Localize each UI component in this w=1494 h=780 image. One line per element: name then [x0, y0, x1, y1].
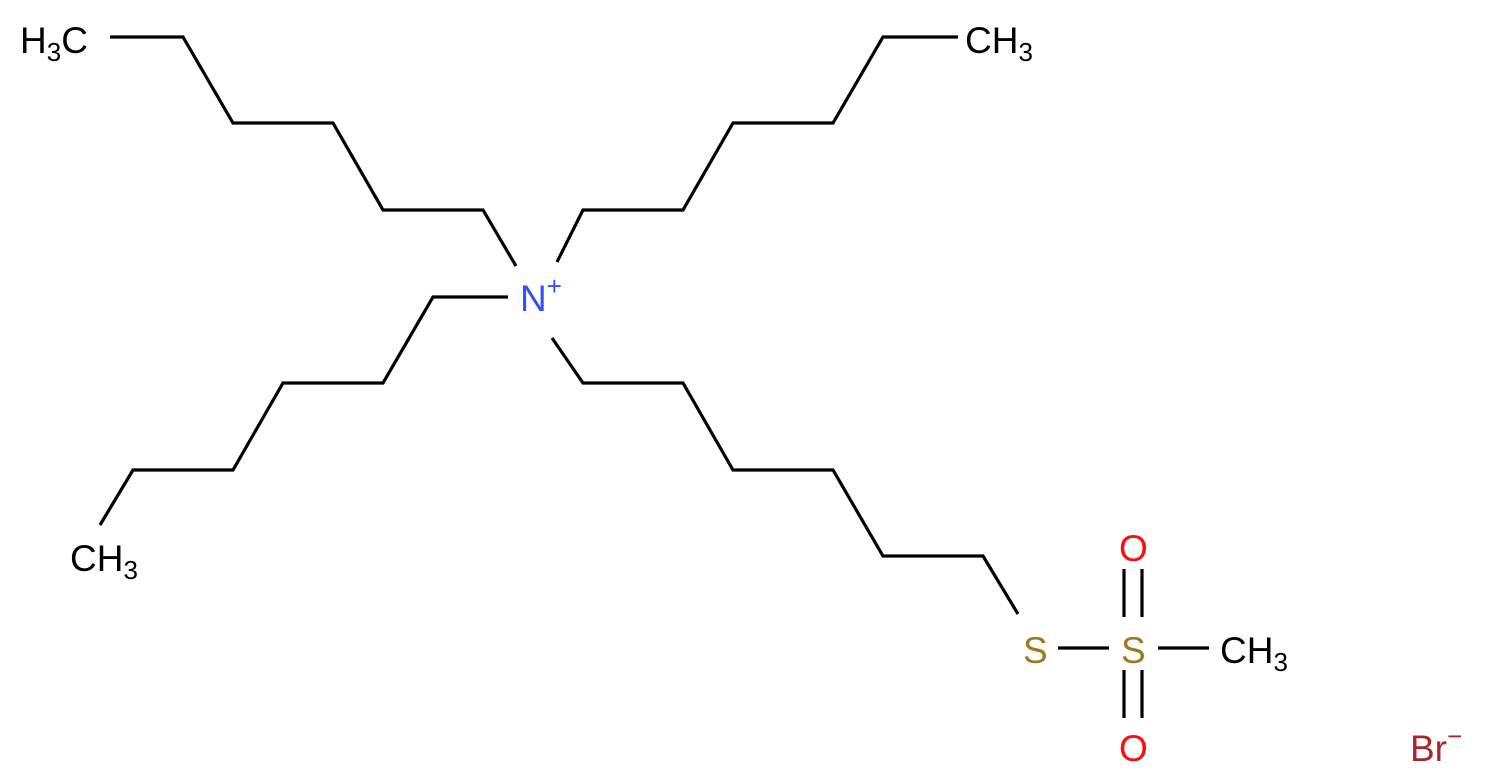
methyl-label-sulfonyl: CH3 — [1220, 630, 1288, 675]
atom-ch: CH — [1220, 630, 1274, 671]
nitrogen-cation: N+ — [520, 273, 562, 319]
bond-chain-hexyl-3 — [98, 295, 508, 526]
charge-plus: + — [546, 271, 562, 301]
charge-minus: − — [1447, 721, 1463, 751]
atom-ch: CH — [70, 538, 124, 579]
subscript-3: 3 — [46, 37, 62, 67]
atom-c: C — [61, 20, 88, 61]
subscript-3: 3 — [1273, 647, 1288, 677]
atom-h: H — [20, 20, 47, 61]
bond-chain-hexyl-1 — [110, 35, 518, 267]
methyl-label-hexyl-3: CH3 — [70, 538, 138, 583]
bond-chain-linker — [550, 337, 1020, 615]
atom-ch: CH — [965, 20, 1019, 61]
sulfur-sulfonyl: S — [1121, 630, 1146, 671]
methyl-label-hexyl-2: CH3 — [965, 20, 1033, 65]
atom-br: Br — [1410, 728, 1447, 769]
oxygen-top: O — [1119, 528, 1148, 569]
oxygen-bottom: O — [1119, 728, 1148, 769]
bromide-anion: Br− — [1410, 723, 1462, 769]
atom-n: N — [520, 278, 547, 319]
bond-chain-hexyl-2 — [555, 35, 958, 263]
subscript-3: 3 — [1018, 37, 1033, 67]
subscript-3: 3 — [123, 555, 138, 585]
methyl-label-hexyl-1: H3C — [20, 20, 88, 65]
sulfur-thio: S — [1023, 630, 1048, 671]
